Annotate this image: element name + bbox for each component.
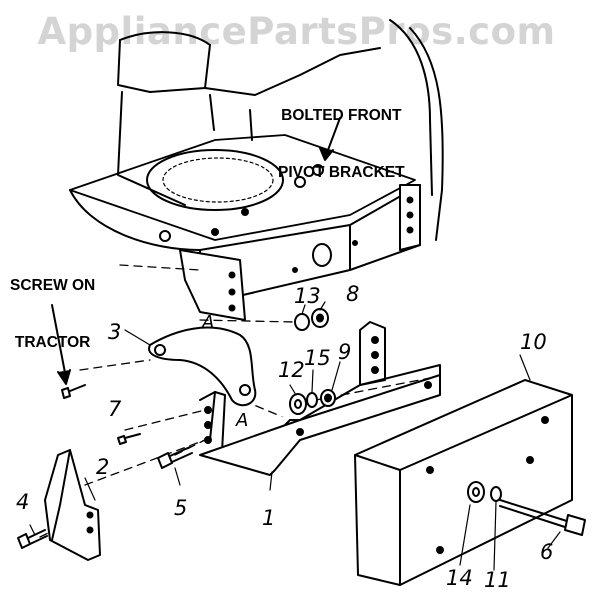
callout-screw-line2: TRACTOR — [14, 334, 91, 351]
number-leaders — [29, 301, 561, 571]
part-1-hitch-bracket — [199, 321, 441, 476]
hardware-12-15-9 — [289, 389, 336, 415]
tractor-body — [69, 19, 444, 251]
washers-14-11 — [467, 481, 502, 503]
part-number-2: 2 — [96, 455, 110, 479]
part-number-1: 1 — [262, 506, 276, 530]
part-number-5: 5 — [174, 496, 188, 520]
part-number-12: 12 — [278, 358, 305, 382]
part-number-11: 11 — [484, 568, 511, 592]
part-number-6: 6 — [540, 540, 554, 564]
part-number-3: 3 — [108, 320, 122, 344]
part-2-side-bracket — [44, 449, 101, 561]
part-number-8: 8 — [346, 282, 360, 306]
part-4-bolt — [17, 529, 48, 549]
part-6-long-bolt — [499, 499, 586, 536]
part-10-weight — [354, 379, 573, 586]
watermark: AppliancePartsPros.com — [37, 10, 556, 53]
part-7-screw — [117, 433, 141, 445]
hardware-13-8 — [294, 308, 329, 331]
part-number-4: 4 — [16, 490, 30, 514]
tractor-screw — [61, 384, 86, 399]
callout-pivot-bracket: BOLTED FRONT PIVOT BRACKET — [278, 68, 405, 220]
front-pivot-bracket — [159, 164, 421, 321]
reference-mark-a-upper: A — [202, 312, 215, 333]
callout-pivot-bracket-line2: PIVOT BRACKET — [278, 164, 405, 181]
reference-mark-a-lower: A — [236, 410, 249, 431]
leader-arrows — [51, 117, 341, 385]
part-number-9: 9 — [338, 340, 352, 364]
part-3-arm — [148, 326, 257, 407]
callout-screw-line1: SCREW ON — [10, 277, 96, 294]
part-number-7: 7 — [108, 397, 122, 421]
part-number-15: 15 — [304, 346, 331, 370]
callout-pivot-bracket-line1: BOLTED FRONT — [281, 107, 402, 124]
part-number-10: 10 — [520, 330, 547, 354]
part-number-13: 13 — [294, 284, 321, 308]
callout-screw-on-tractor: SCREW ON TRACTOR — [10, 238, 95, 390]
part-number-14: 14 — [446, 566, 473, 590]
part-5-bolt — [157, 446, 193, 469]
